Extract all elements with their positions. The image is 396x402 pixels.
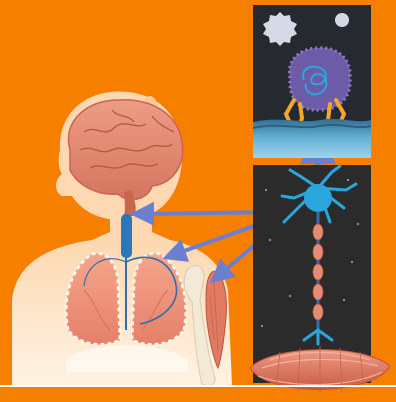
virus-icon bbox=[289, 48, 350, 110]
small-particle-icon bbox=[335, 13, 349, 27]
cell-membrane-icon bbox=[253, 119, 371, 158]
neuron-panel bbox=[250, 165, 390, 394]
receptor-panel bbox=[253, 5, 371, 158]
